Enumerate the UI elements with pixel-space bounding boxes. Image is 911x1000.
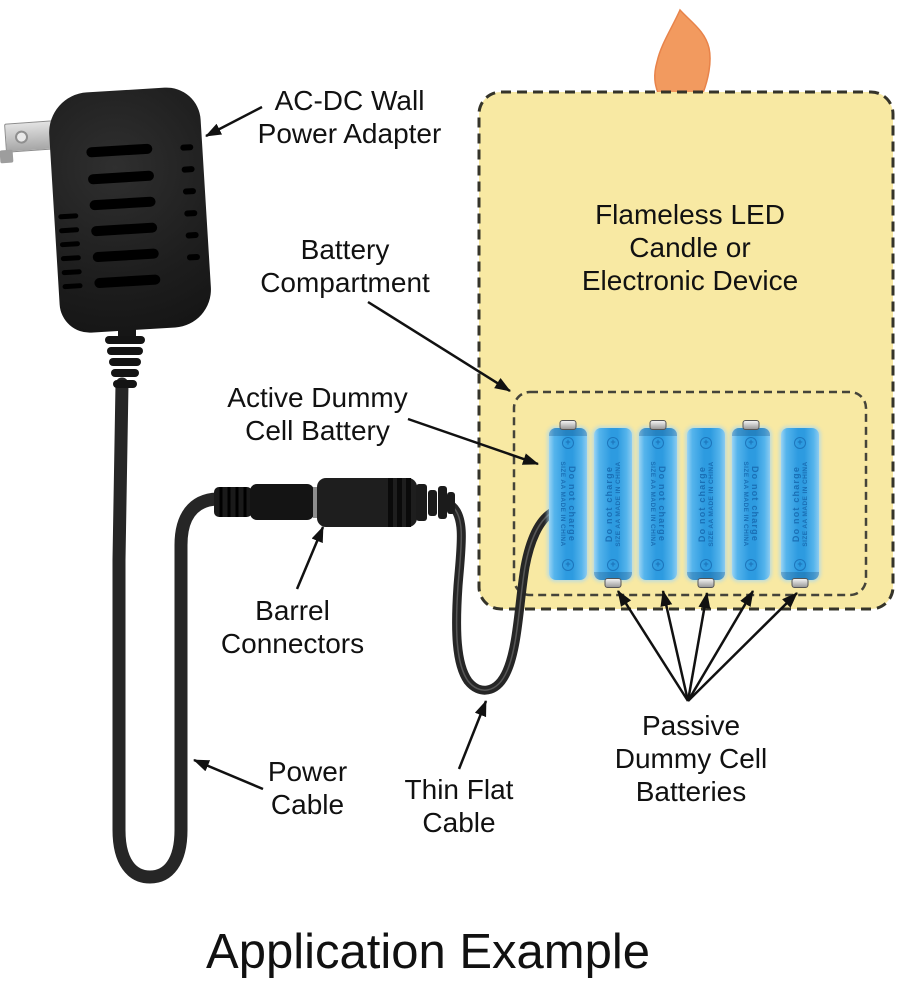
battery-plus-icon: + xyxy=(652,559,664,571)
arrow-thin-flat-cable xyxy=(457,700,488,770)
battery-plus-icon: + xyxy=(794,559,806,571)
strain-relief xyxy=(113,380,137,388)
battery-plus-icon: + xyxy=(700,559,712,571)
battery-cap xyxy=(687,572,725,580)
barrel-connectors xyxy=(214,478,455,527)
arrow-passive-1 xyxy=(616,590,690,702)
arrow-passive-4 xyxy=(686,590,755,702)
callout-adapter: AC-DC Wall Power Adapter xyxy=(257,85,442,149)
battery-cap xyxy=(549,428,587,436)
connector-seam xyxy=(313,487,317,518)
strain-relief xyxy=(111,369,139,377)
strain-relief xyxy=(107,347,143,355)
ac-dc-wall-adapter xyxy=(0,80,230,410)
battery-cap xyxy=(781,572,819,580)
battery-plus-icon: + xyxy=(607,559,619,571)
arrow-passive-5 xyxy=(687,592,798,702)
device-box-label: Flameless LED Candle or Electronic Devic… xyxy=(581,199,799,296)
battery-plus-icon: + xyxy=(745,437,757,449)
arrow-power-cable xyxy=(193,758,264,791)
arrow-barrel-connectors xyxy=(295,526,325,590)
arrow-battery-compartment xyxy=(367,300,511,393)
callout-passive-dummy: Passive Dummy Cell Batteries xyxy=(614,710,768,807)
battery-plus-icon: + xyxy=(652,437,664,449)
battery-plus-icon: + xyxy=(607,437,619,449)
battery-plus-icon: + xyxy=(562,437,574,449)
battery-compartment-box xyxy=(512,390,868,597)
thin-flat-cable-highlight xyxy=(451,505,552,691)
arrow-adapter xyxy=(205,105,263,138)
battery-cap xyxy=(639,428,677,436)
battery-plus-icon: + xyxy=(562,559,574,571)
battery-plus-icon: + xyxy=(745,559,757,571)
callout-barrel-connectors: Barrel Connectors xyxy=(220,595,365,659)
callout-power-cable: Power Cable xyxy=(267,756,348,820)
battery-cap xyxy=(594,572,632,580)
battery-cap xyxy=(732,428,770,436)
callout-active-dummy: Active Dummy Cell Battery xyxy=(227,382,408,446)
callout-thin-flat-cable: Thin Flat Cable xyxy=(404,774,514,838)
battery-terminal xyxy=(791,578,809,588)
arrow-passive-2 xyxy=(660,590,690,702)
battery-terminal xyxy=(604,578,622,588)
battery-terminal xyxy=(697,578,715,588)
battery-plus-icon: + xyxy=(700,437,712,449)
battery-terminal xyxy=(649,420,667,430)
battery-terminal xyxy=(742,420,760,430)
callout-battery-compartment: Battery Compartment xyxy=(260,234,430,298)
battery-terminal xyxy=(559,420,577,430)
arrow-active-dummy xyxy=(407,417,539,466)
strain-relief xyxy=(105,336,145,344)
diagram-title: Application Example xyxy=(206,925,650,979)
battery-plus-icon: + xyxy=(794,437,806,449)
strain-relief xyxy=(109,358,141,366)
arrow-passive-3 xyxy=(686,592,711,702)
power-cable xyxy=(112,377,224,884)
